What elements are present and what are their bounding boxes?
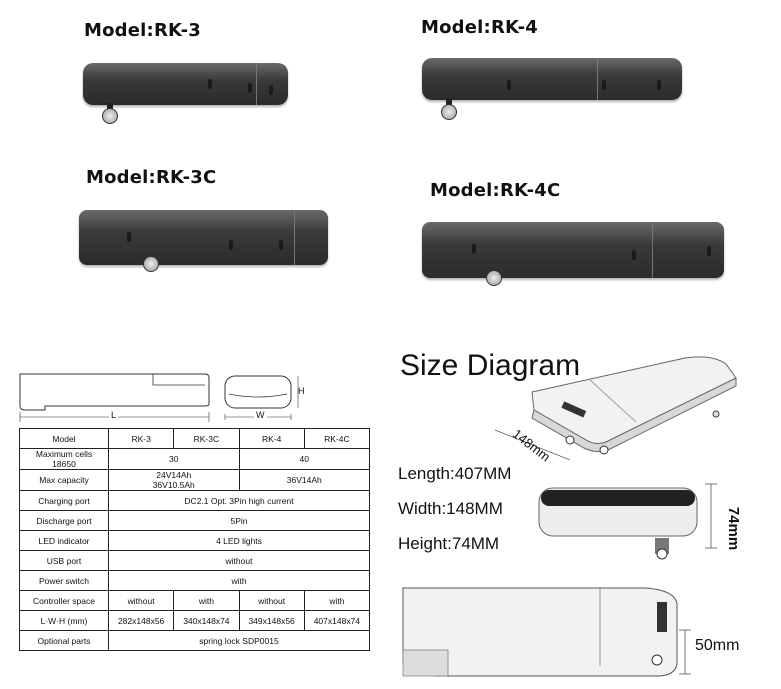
- row-label: L·W·H (mm): [19, 610, 109, 631]
- table-cell: 4 LED lights: [108, 530, 370, 551]
- height-label: Height:74MM: [398, 534, 500, 553]
- table-cell: without: [238, 590, 305, 611]
- table-cell: without: [108, 550, 370, 571]
- table-header-cell: RK-4C: [303, 428, 371, 449]
- table-cell: 40: [238, 448, 370, 470]
- table-row: Power switch with: [19, 570, 370, 591]
- dim-w-label: W: [254, 410, 267, 420]
- table-row: Discharge port 5Pin: [19, 510, 370, 531]
- row-label: Power switch: [19, 570, 109, 591]
- table-cell: 30: [108, 448, 240, 470]
- max-cells-label-1: Maximum cells: [35, 449, 93, 459]
- dim-h-label: H: [298, 386, 305, 396]
- table-row: Model RK-3 RK-3C RK-4 RK-4C: [19, 428, 371, 449]
- table-cell: with: [303, 590, 371, 611]
- row-label: LED indicator: [19, 530, 109, 551]
- length-label: Length:407MM: [398, 464, 512, 483]
- row-label: Discharge port: [19, 510, 109, 531]
- row-label: Max capacity: [19, 469, 109, 491]
- table-cell: spring lock SDP0015: [108, 630, 370, 651]
- table-row: USB port without: [19, 550, 370, 571]
- table-row: L·W·H (mm) 282x148x56 340x148x74 349x148…: [19, 610, 371, 631]
- table-cell: 5Pin: [108, 510, 370, 531]
- table-cell: 340x148x74: [173, 610, 240, 631]
- dim-74-label: 74mm: [725, 506, 743, 551]
- table-row: Controller space without with without wi…: [19, 590, 371, 611]
- model-title-rk3c: Model:RK-3C: [86, 167, 217, 188]
- table-row: Charging port DC2.1 Opt. 3Pin high curre…: [19, 490, 370, 511]
- table-cell: with: [173, 590, 240, 611]
- model-title-rk3: Model:RK-3: [84, 20, 201, 41]
- table-cell: DC2.1 Opt. 3Pin high current: [108, 490, 370, 511]
- table-cell: without: [107, 590, 175, 611]
- model-title-rk4: Model:RK-4: [421, 17, 538, 38]
- table-cell: 349x148x56: [238, 610, 305, 631]
- table-cell: 36V14Ah: [238, 469, 370, 491]
- table-header-cell: RK-3C: [173, 428, 240, 449]
- capacity-a-1: 24V14Ah: [156, 470, 192, 480]
- row-label: USB port: [19, 550, 109, 571]
- spec-table: Model RK-3 RK-3C RK-4 RK-4C Maximum cell…: [19, 428, 371, 651]
- max-cells-label-2: 18650: [52, 459, 76, 469]
- table-cell: 407x148x74: [303, 610, 371, 631]
- row-label: Charging port: [19, 490, 109, 511]
- capacity-a-2: 36V10.5Ah: [152, 480, 195, 490]
- dim-l-label: L: [109, 410, 119, 420]
- table-row: LED indicator 4 LED lights: [19, 530, 370, 551]
- width-label: Width:148MM: [398, 499, 503, 518]
- table-header-cell: Model: [19, 428, 109, 449]
- table-header-cell: RK-3: [107, 428, 175, 449]
- model-title-rk4c: Model:RK-4C: [430, 180, 561, 201]
- table-header-cell: RK-4: [238, 428, 305, 449]
- table-row: Optional parts spring lock SDP0015: [19, 630, 370, 651]
- dim-50-label: 50mm: [695, 637, 740, 654]
- table-cell: 282x148x56: [107, 610, 175, 631]
- row-label: Optional parts: [19, 630, 109, 651]
- row-label: Controller space: [19, 590, 109, 611]
- size-diagram-title: Size Diagram: [400, 349, 581, 382]
- table-cell: with: [108, 570, 370, 591]
